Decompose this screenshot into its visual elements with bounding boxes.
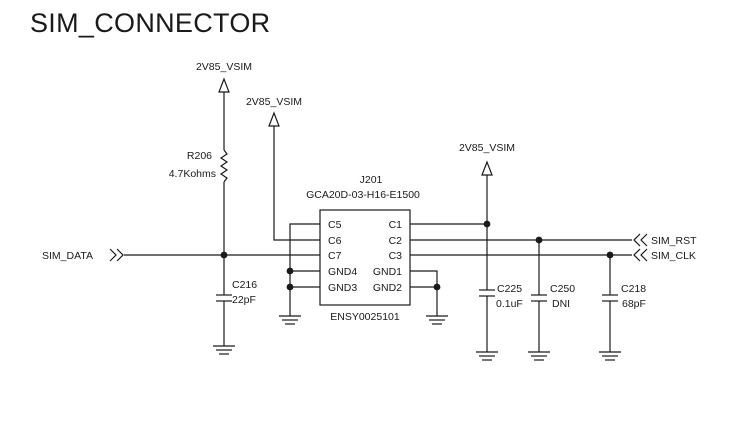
port-chevron-icon (633, 233, 641, 247)
power-label-2: 2V85_VSIM (246, 96, 302, 108)
ground-icon (279, 315, 301, 325)
ground-icon (213, 345, 235, 355)
pin-label: C7 (328, 250, 342, 262)
resistor-value: 4.7Kohms (169, 168, 216, 180)
power-flag-2: 2V85_VSIM (246, 96, 302, 127)
pin-label: C6 (328, 235, 342, 247)
junction-dot (286, 267, 294, 275)
power-flag-1: 2V85_VSIM (196, 61, 252, 93)
port-chevron-icon (633, 248, 641, 262)
net-sim-rst: SIM_RST (410, 233, 697, 247)
page-title: SIM_CONNECTOR (30, 8, 271, 38)
junction-dot (286, 283, 294, 291)
capacitor-c250: C250 DNI (528, 240, 575, 361)
port-chevron-icon (640, 233, 648, 247)
cap-value: 0.1uF (496, 298, 523, 310)
net-label-sim-clk: SIM_CLK (651, 250, 696, 262)
power-arrow-icon (481, 160, 493, 176)
cap-ref: C250 (550, 283, 575, 295)
net-label-sim-data: SIM_DATA (42, 250, 93, 262)
port-chevron-icon (109, 248, 117, 262)
wire-gnd1 (410, 270, 438, 316)
cap-value: 68pF (622, 298, 646, 310)
capacitor-c218: C218 68pF (599, 255, 646, 361)
net-label-sim-rst: SIM_RST (651, 235, 697, 247)
cap-ref: C218 (621, 283, 646, 295)
cap-ref: C225 (497, 283, 522, 295)
pin-label: GND2 (373, 282, 402, 294)
connector-part: GCA20D-03-H16-E1500 (306, 189, 420, 201)
wire-c5 (289, 223, 320, 316)
pin-label: GND3 (328, 282, 357, 294)
pin-label: C2 (389, 235, 403, 247)
capacitor-c216: C216 22pF (213, 255, 257, 355)
cap-ref: C216 (232, 279, 257, 291)
junction-dot (433, 283, 441, 291)
power-arrow-icon (268, 111, 280, 127)
connector-j201: J201 GCA20D-03-H16-E1500 C5 C6 C7 GND4 G… (306, 174, 420, 323)
ground-icon (426, 315, 448, 325)
junction-dot (483, 220, 491, 228)
net-sim-data: SIM_DATA (42, 248, 320, 262)
capacitor-c225: C225 0.1uF (476, 283, 523, 361)
pin-label: GND4 (328, 266, 357, 278)
cap-value: 22pF (232, 294, 256, 306)
ground-icon (528, 351, 550, 361)
port-chevron-icon (116, 248, 124, 262)
power-arrow-icon (218, 77, 230, 93)
port-chevron-icon (640, 248, 648, 262)
net-sim-clk: SIM_CLK (410, 248, 696, 262)
power-flag-3: 2V85_VSIM (459, 142, 515, 176)
resistor-ref: R206 (187, 150, 212, 162)
pin-label: C1 (389, 219, 403, 231)
cap-value: DNI (552, 298, 570, 310)
connector-ref: J201 (360, 174, 383, 186)
pin-label: C5 (328, 219, 342, 231)
resistor-r206: R206 4.7Kohms (169, 92, 229, 255)
connector-body (319, 209, 411, 306)
connector-bottom-label: ENSY0025101 (330, 311, 400, 323)
ground-icon (476, 351, 498, 361)
wire-c6 (273, 126, 320, 241)
pin-label: GND1 (373, 266, 402, 278)
power-label-1: 2V85_VSIM (196, 61, 252, 73)
ground-icon (599, 351, 621, 361)
power-label-3: 2V85_VSIM (459, 142, 515, 154)
resistor-icon (219, 149, 229, 183)
pin-label: C3 (389, 250, 403, 262)
